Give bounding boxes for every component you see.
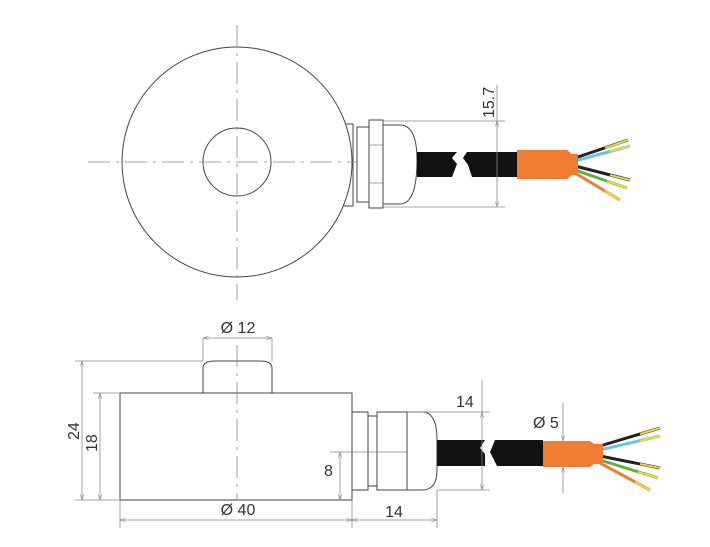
wires [574,138,631,202]
sensor-body [119,392,353,501]
dim-gland-length: 14 [385,504,403,521]
dim-8: 8 [324,463,333,480]
side-view: Ø 12 24 18 Ø 40 14 8 14 Ø 5 [66,320,661,528]
dim-cable-diameter: Ø 5 [533,415,559,432]
orange-sleeve [517,150,578,179]
dim-15-7: 15.7 [481,87,498,118]
dim-24: 24 [66,422,83,440]
dim-gland-height: 14 [456,394,474,411]
dim-body-diameter: Ø 40 [221,502,256,519]
gland-dome [406,411,438,491]
dim-pin-diameter: Ø 12 [221,320,256,337]
wires [599,426,661,492]
load-pin [202,360,273,394]
gland-ring [356,126,371,203]
gland-dome [382,124,418,205]
dim-18: 18 [84,434,101,452]
orange-sleeve [543,441,603,467]
gland-nut [368,119,384,209]
cable [417,152,457,177]
top-view: 15.7 [88,25,631,300]
cable [437,440,485,466]
